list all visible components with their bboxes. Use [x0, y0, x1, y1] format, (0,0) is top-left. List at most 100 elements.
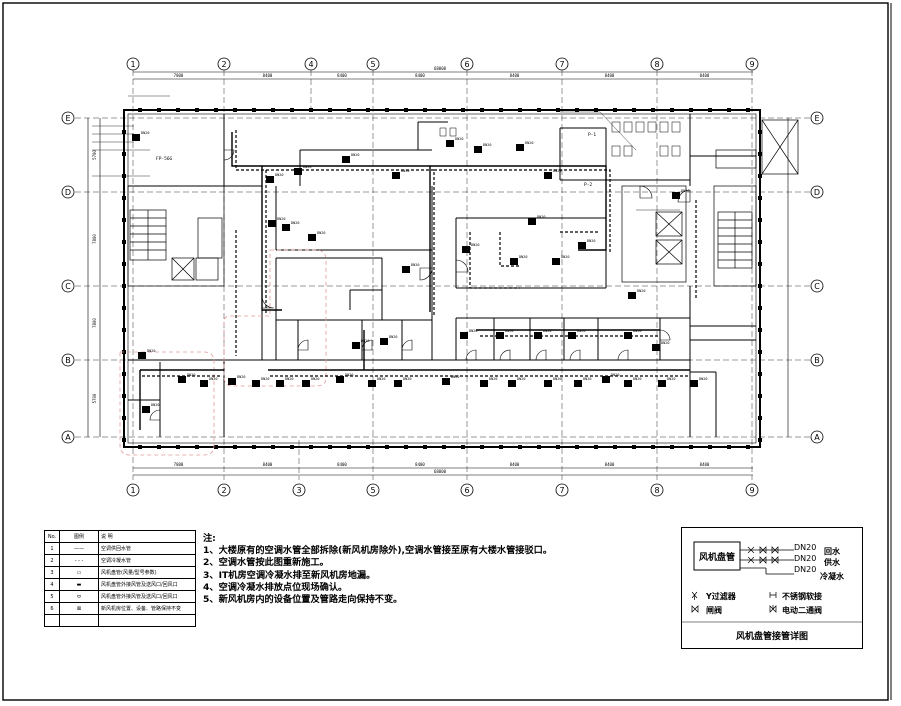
column: [575, 108, 579, 112]
column: [122, 196, 126, 200]
condensate-pipes: [142, 130, 697, 377]
fcu-symbol: [342, 156, 350, 163]
note-item: 2、空调水管按此图重新施工。: [203, 557, 329, 569]
column: [122, 394, 126, 398]
legend-no: 4: [44, 578, 60, 591]
fcu-symbol: [624, 380, 632, 387]
fcu-box: [693, 541, 741, 571]
column: [233, 445, 237, 449]
column: [347, 108, 351, 112]
note-item: 3、IT机房空调冷凝水排至新风机房地漏。: [203, 569, 376, 581]
fcu-symbol: [602, 376, 610, 383]
bottom-axis-bubbles: [126, 483, 759, 497]
fcu-symbol: [552, 258, 560, 265]
legend-row: 3 ▭ 风机盘管(风量/型号参数): [44, 566, 196, 579]
axis-top-2: 2: [221, 60, 226, 69]
axis-top-1: 1: [130, 60, 135, 69]
note-item: 4、空调冷凝水排放点位现场确认。: [203, 581, 348, 593]
fcu-symbol: [690, 380, 698, 387]
fcu-tag: DN20: [489, 377, 497, 381]
fcu-symbol: [460, 332, 468, 339]
fcu-tag: DN20: [525, 141, 533, 145]
column: [122, 328, 126, 332]
axis-bottom-5: 5: [370, 486, 375, 495]
legend-no: 6: [44, 602, 60, 615]
column: [122, 262, 126, 266]
legend-header: No. 图例 说 明: [44, 530, 196, 543]
column: [594, 108, 598, 112]
fcu-symbol: [336, 376, 344, 383]
fcu-symbol: [252, 380, 260, 387]
fcu-tag: DN20: [587, 239, 595, 243]
fcu-tag: DN20: [553, 377, 561, 381]
fcu-symbol: [480, 380, 488, 387]
fcu-symbol: [574, 380, 582, 387]
legend-row: 4 ▬ 风机盘管外接风管及送风口/回风口: [44, 578, 196, 591]
column: [613, 108, 617, 112]
column: [758, 240, 762, 244]
fcu-tag: DN20: [275, 173, 283, 177]
column: [385, 445, 389, 449]
fcu-tag: DN20: [553, 169, 561, 173]
column: [404, 108, 408, 112]
legend-row: 5 ⬭ 风机盘管外接风管及送风口/回风口: [44, 590, 196, 603]
column: [328, 445, 332, 449]
legend-symbol: ⬭: [59, 590, 99, 603]
fcu-symbol: [368, 380, 376, 387]
legend-no: 5: [44, 590, 60, 603]
bay-dim-label: 8400: [700, 462, 710, 467]
fcu-symbol: [380, 338, 388, 345]
fcu-symbol: [442, 378, 450, 385]
fcu-tag: DN20: [471, 243, 479, 247]
column: [689, 108, 693, 112]
column: [758, 328, 762, 332]
fcu-symbol: [178, 376, 186, 383]
bay-dim-label: 7800: [174, 73, 184, 78]
fcu-tag: DN20: [209, 377, 217, 381]
fcu-symbol: [308, 234, 316, 241]
axis-top-8: 8: [654, 60, 659, 69]
fcu-symbol: [268, 220, 276, 227]
legend-row: 1 —— 空调供回水管: [44, 542, 196, 555]
column: [480, 445, 484, 449]
fcu-tag: DN20: [633, 377, 641, 381]
legend-no: 1: [44, 542, 60, 555]
axis-right-B: B: [814, 356, 820, 365]
column: [122, 130, 126, 134]
top-total-dim: 68000: [434, 66, 447, 71]
fcu-tag: DN20: [361, 339, 369, 343]
column: [138, 108, 142, 112]
column: [746, 108, 750, 112]
legend-symbol: [59, 614, 99, 627]
column: [366, 108, 370, 112]
fcu-symbol: [392, 172, 400, 179]
fcu-tag: DN20: [519, 255, 527, 259]
column: [252, 445, 256, 449]
fcu-tag: DN20: [543, 329, 551, 333]
fcu-tag: DN20: [345, 373, 353, 377]
axis-left-D: D: [65, 188, 71, 197]
fcu-tag: DN20: [611, 373, 619, 377]
column: [689, 445, 693, 449]
legend-row: [44, 614, 196, 627]
fcu-tag: DN20: [469, 329, 477, 333]
column: [195, 108, 199, 112]
room-label-p2: P-2: [584, 182, 592, 188]
fcu-symbol: [294, 168, 302, 175]
column: [138, 445, 142, 449]
legend-symbol: ▭: [59, 566, 99, 579]
axis-top-9: 9: [749, 60, 754, 69]
axis-left-A: A: [65, 433, 71, 442]
bay-dim-label: 8400: [263, 462, 273, 467]
column: [746, 445, 750, 449]
fcu-symbol: [528, 218, 536, 225]
column: [290, 108, 294, 112]
fcu-tag: DN20: [455, 137, 463, 141]
column: [122, 306, 126, 310]
interior-walls: [128, 114, 756, 437]
column: [423, 108, 427, 112]
column: [758, 416, 762, 420]
column: [758, 218, 762, 222]
dimension-lines: [87, 71, 789, 476]
